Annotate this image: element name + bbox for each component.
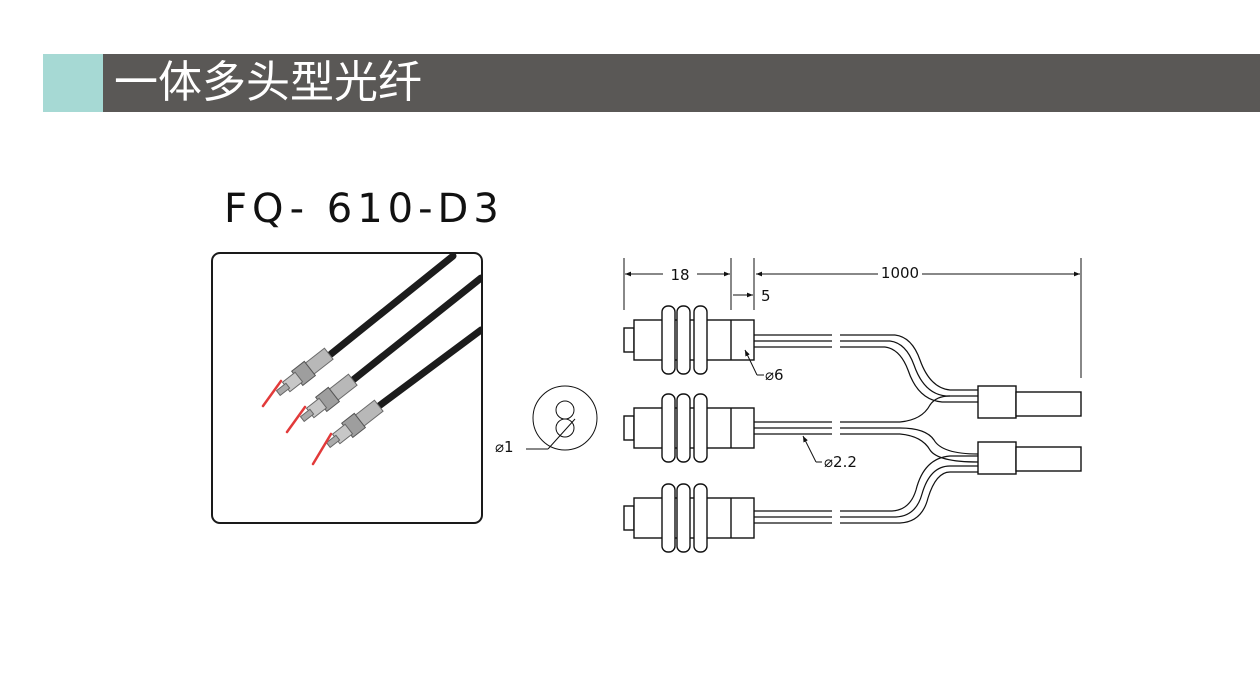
header-bar [103, 54, 1260, 112]
model-number: FQ- 610-D3 [224, 186, 504, 232]
dim-core-diameter: ⌀1 [495, 438, 514, 456]
dim-cable-length: 1000 [881, 264, 919, 282]
fiber-photo-illustration [261, 254, 481, 466]
sensor-head-1 [623, 305, 755, 375]
dim-cable-diameter: ⌀2.2 [824, 453, 857, 471]
sensor-head-2 [623, 393, 755, 463]
fiber-cables [754, 334, 979, 524]
product-photo [211, 252, 483, 524]
dim-gap: 5 [761, 287, 771, 305]
page-title: 一体多头型光纤 [114, 57, 422, 108]
sensor-head-3 [623, 483, 755, 553]
dim-head-diameter: ⌀6 [765, 366, 784, 384]
header-accent-block [43, 54, 103, 112]
amplifier-connectors [977, 385, 1082, 475]
dim-head-length: 18 [670, 266, 689, 284]
